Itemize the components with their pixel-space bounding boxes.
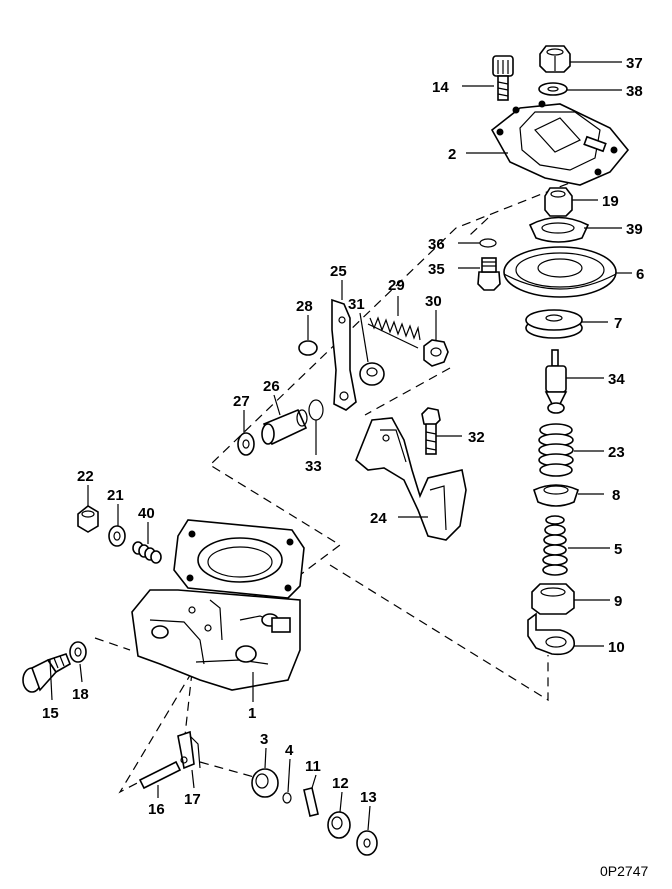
washer-27: [237, 432, 255, 456]
callout-14: 14: [432, 79, 449, 96]
bracket-10: [527, 612, 576, 656]
o-ring-33: [308, 399, 324, 421]
callout-35: 35: [428, 261, 445, 278]
valve-34: [544, 349, 568, 414]
callout-11: 11: [305, 758, 321, 775]
callout-13: 13: [360, 789, 377, 806]
callout-40: 40: [138, 505, 155, 522]
spring-29: [367, 316, 421, 349]
callout-26: 26: [263, 378, 280, 395]
lever-17: [177, 730, 201, 770]
callout-36: 36: [428, 236, 445, 253]
callout-2: 2: [448, 146, 456, 163]
callout-24: 24: [370, 510, 387, 527]
callout-18: 18: [72, 686, 89, 703]
callout-34: 34: [608, 371, 625, 388]
callout-12: 12: [332, 775, 349, 792]
callout-27: 27: [233, 393, 250, 410]
housing-1: [131, 519, 305, 691]
callout-30: 30: [425, 293, 442, 310]
nut-9: [531, 583, 575, 615]
plug-28: [298, 340, 318, 356]
callout-37: 37: [626, 55, 643, 72]
callout-28: 28: [296, 298, 313, 315]
bracket-24: [355, 417, 467, 541]
retainer-39: [528, 216, 590, 243]
nut-31: [359, 362, 385, 386]
callout-7: 7: [614, 315, 622, 332]
drawing-code: 0P2747: [600, 863, 648, 879]
cover-2: [490, 100, 630, 186]
callout-5: 5: [614, 541, 622, 558]
spring-5: [542, 515, 568, 576]
nut-37: [539, 45, 571, 73]
lever-25: [331, 298, 357, 411]
plunger-26: [261, 408, 308, 446]
bolt-32: [421, 407, 441, 455]
callout-16: 16: [148, 801, 165, 818]
seat-8: [533, 484, 579, 507]
callout-25: 25: [330, 263, 347, 280]
callout-31: 31: [348, 296, 365, 313]
callout-39: 39: [626, 221, 643, 238]
assembly-lines: [94, 177, 583, 794]
washer-38: [538, 82, 568, 96]
callout-32: 32: [468, 429, 485, 446]
bolt-22: [77, 505, 99, 533]
callout-10: 10: [608, 639, 625, 656]
callout-23: 23: [608, 444, 625, 461]
pin-16: [138, 760, 182, 790]
ring-4: [282, 792, 292, 804]
callout-17: 17: [184, 791, 201, 808]
callout-29: 29: [388, 277, 405, 294]
washer-13: [356, 830, 378, 856]
bolt-14: [492, 55, 514, 101]
spring-40: [132, 541, 162, 564]
piston-7: [525, 309, 583, 339]
callout-19: 19: [602, 193, 619, 210]
bolt-15: [22, 653, 72, 693]
callout-38: 38: [626, 83, 643, 100]
leader-lines: [49, 61, 632, 831]
callout-labels: 37 14 38 2 19 36 39 35 6 25 29 28 31 30 …: [42, 55, 644, 818]
callout-3: 3: [260, 731, 268, 748]
callout-9: 9: [614, 593, 622, 610]
plug-35: [477, 257, 501, 291]
washer-18: [69, 641, 87, 663]
spring-23: [538, 423, 574, 477]
o-ring-36: [479, 238, 497, 248]
callout-6: 6: [636, 266, 644, 283]
callout-33: 33: [305, 458, 322, 475]
roller-3: [251, 768, 279, 798]
nut-19: [544, 187, 573, 217]
callout-4: 4: [285, 742, 294, 759]
callout-21: 21: [107, 487, 124, 504]
roller-12: [327, 811, 351, 839]
callout-1: 1: [248, 705, 256, 722]
pin-11: [303, 787, 319, 817]
nut-30: [423, 339, 449, 367]
callout-8: 8: [612, 487, 620, 504]
washer-21: [108, 525, 126, 547]
diaphragm-6: [503, 246, 617, 298]
callout-15: 15: [42, 705, 59, 722]
callout-22: 22: [77, 468, 94, 485]
